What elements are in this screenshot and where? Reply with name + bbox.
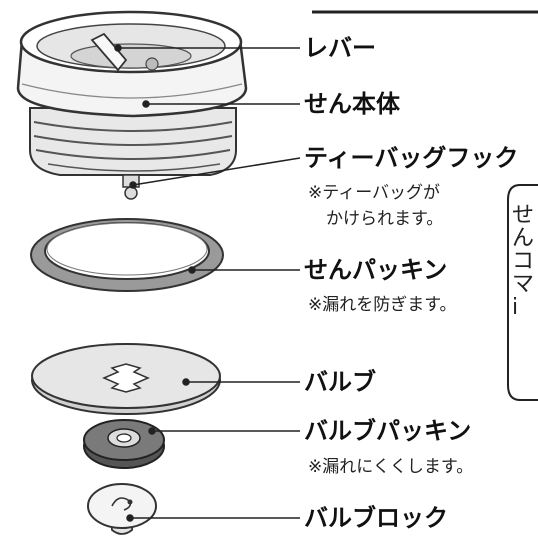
side-callout-line: ん: [512, 226, 535, 252]
valve-block-drawing: [87, 483, 157, 535]
stopper-gasket-drawing: [30, 218, 224, 292]
label-lever: レバー: [304, 34, 376, 62]
label-tea-bag-hook: ティーバッグフック: [304, 144, 519, 172]
note-tea-bag-hook-line1: ※ティーバッグが: [308, 183, 441, 203]
side-callout-line: i: [512, 295, 519, 320]
note-tea-bag-hook-line2: かけられます。: [326, 209, 444, 229]
label-stopper-body: せん本体: [304, 90, 400, 118]
valve-gasket-drawing: [83, 419, 165, 469]
leader-lines: [114, 44, 301, 522]
side-callout-bracket: [507, 184, 538, 401]
side-callout-line: コ: [512, 249, 535, 275]
side-callout-line: マ: [512, 272, 535, 298]
valve-drawing: [31, 343, 221, 415]
side-callout-text: せ ん コ マ i: [512, 204, 538, 319]
stopper-body-drawing: [16, 10, 248, 200]
label-valve: バルブ: [304, 368, 376, 396]
side-callout-line: せ: [512, 204, 535, 228]
note-stopper-gasket: ※漏れを防ぎます。: [308, 295, 457, 315]
label-valve-block: バルブロック: [304, 504, 448, 532]
label-valve-gasket: バルブパッキン: [304, 417, 472, 445]
note-valve-gasket: ※漏れにくくします。: [308, 457, 474, 477]
label-stopper-gasket: せんパッキン: [304, 256, 448, 284]
